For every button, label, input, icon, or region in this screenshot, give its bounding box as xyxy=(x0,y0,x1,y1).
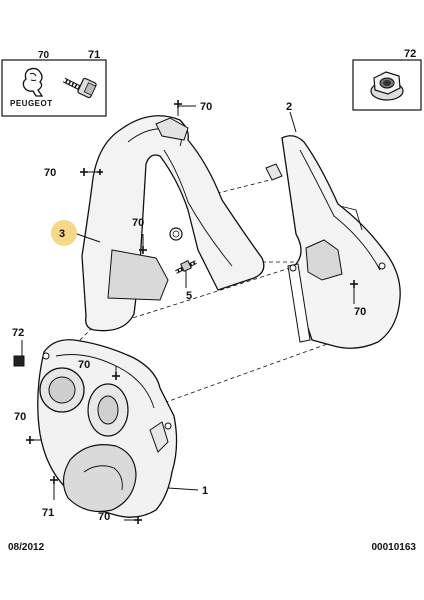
inset-label-71: 71 xyxy=(88,49,100,61)
callout-71: 71 xyxy=(42,507,54,519)
screw-marker xyxy=(139,246,147,254)
footer-date: 08/2012 xyxy=(8,542,45,553)
screw-markers xyxy=(26,100,358,524)
callout-3: 3 xyxy=(59,228,65,240)
callout-70-lower-left: 70 xyxy=(14,411,26,423)
part-72-nut xyxy=(13,355,25,367)
screw-marker xyxy=(80,168,88,176)
screw-marker xyxy=(97,169,103,175)
part-2-rear-cover xyxy=(265,135,401,349)
callout-70-cover: 70 xyxy=(78,359,90,371)
bolt-icon xyxy=(62,77,97,99)
callout-5: 5 xyxy=(186,290,192,302)
flange-nut-icon xyxy=(370,71,404,101)
screw-marker xyxy=(50,476,58,484)
part-3-upper-cover xyxy=(81,115,265,332)
screw-marker xyxy=(134,516,142,524)
inset-box-left: 70 71 PEUGEOT xyxy=(1,49,107,117)
callout-70-mid: 70 xyxy=(132,217,144,229)
screw-marker xyxy=(350,280,358,288)
callout-3-highlight xyxy=(51,220,77,246)
footer-ref: 00010163 xyxy=(371,542,417,553)
callout-70-bottom: 70 xyxy=(98,511,110,523)
callout-2: 2 xyxy=(286,101,292,113)
part-1-lower-cover xyxy=(37,339,178,518)
callout-labels: 70 2 70 3 70 5 70 72 70 70 1 71 70 xyxy=(12,101,366,523)
inset-label-70: 70 xyxy=(38,50,50,61)
callout-70-left: 70 xyxy=(44,167,56,179)
screw-marker xyxy=(26,436,34,444)
callout-70-right: 70 xyxy=(354,306,366,318)
callout-70-top: 70 xyxy=(200,101,212,113)
callout-72: 72 xyxy=(12,327,24,339)
part-5-stud xyxy=(175,260,197,274)
inset-box-right: 72 xyxy=(352,48,422,111)
peugeot-lion-logo xyxy=(22,67,44,97)
screw-marker xyxy=(174,100,182,108)
screw-marker xyxy=(112,372,120,380)
peugeot-logo-text: PEUGEOT xyxy=(10,99,53,108)
inset-label-72: 72 xyxy=(404,48,416,60)
callout-1: 1 xyxy=(202,485,208,497)
